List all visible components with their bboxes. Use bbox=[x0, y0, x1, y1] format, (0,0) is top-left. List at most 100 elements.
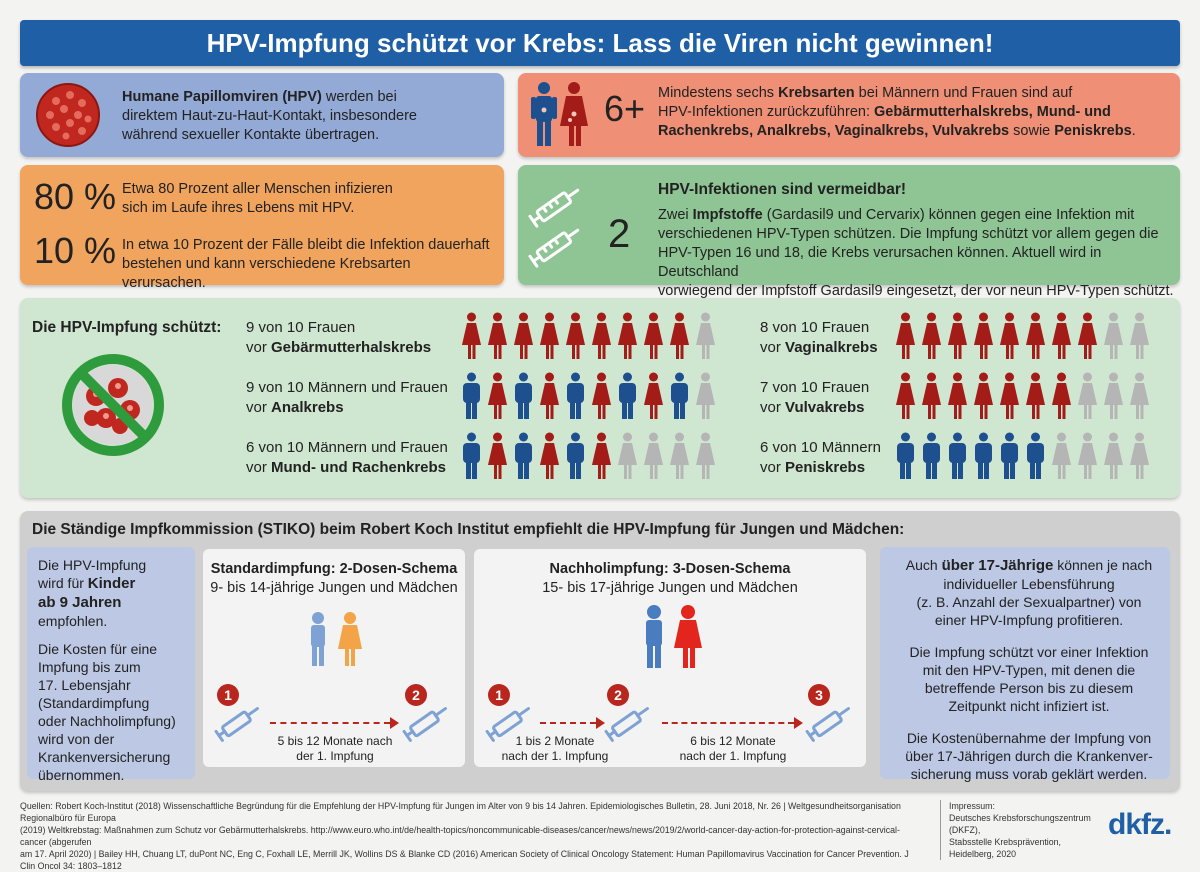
dkfz-logo: dkfz. bbox=[1108, 808, 1172, 841]
person-female-icon bbox=[922, 372, 941, 420]
vaccine-text: Zwei Impfstoffe (Gardasil9 und Cervarix)… bbox=[658, 207, 1174, 299]
man-woman-icon bbox=[531, 82, 588, 146]
figure-row-penile bbox=[896, 432, 1149, 480]
syringe-icon bbox=[604, 707, 649, 742]
cancer-types-text: Mindestens sechs Krebsarten bei Männern … bbox=[658, 85, 1136, 139]
person-grey-icon bbox=[1078, 432, 1097, 480]
person-female-icon bbox=[896, 312, 915, 360]
stiko-right-text: Auch über 17-Jährige können je nach indi… bbox=[905, 557, 1153, 782]
person-grey-icon bbox=[1104, 432, 1123, 480]
stiko-heading: Die Ständige Impfkommission (STIKO) beim… bbox=[32, 521, 905, 538]
person-female-icon bbox=[1052, 312, 1071, 360]
person-male-icon bbox=[566, 432, 585, 480]
stiko-left-panel bbox=[27, 547, 195, 779]
person-male-icon bbox=[462, 372, 481, 420]
teen-boy-girl-icon bbox=[646, 605, 702, 668]
pct-80-text: Etwa 80 Prozent aller Menschen infiziere… bbox=[122, 181, 393, 216]
figure-row-anal bbox=[462, 372, 715, 420]
person-grey-icon bbox=[670, 432, 689, 480]
person-grey-icon bbox=[644, 432, 663, 480]
person-female-icon bbox=[1026, 372, 1045, 420]
std-dose-2: 2 bbox=[405, 684, 427, 706]
person-male-icon bbox=[974, 432, 993, 480]
impressum: Impressum: Deutsches Krebsforschungszent… bbox=[940, 800, 1100, 860]
protection-heading: Die HPV-Impfung schützt: bbox=[32, 319, 222, 336]
no-virus-icon bbox=[62, 354, 164, 456]
person-female-icon bbox=[644, 312, 663, 360]
person-male-icon bbox=[566, 372, 585, 420]
virus-icon bbox=[36, 83, 100, 147]
person-female-icon bbox=[488, 312, 507, 360]
syringe-icon bbox=[402, 707, 447, 742]
person-female-icon bbox=[896, 372, 915, 420]
person-female-icon bbox=[488, 372, 507, 420]
nach-dose-2: 2 bbox=[607, 684, 629, 706]
std-subtitle: 9- bis 14-jährige Jungen und Mädchen bbox=[210, 580, 458, 596]
person-grey-icon bbox=[1130, 432, 1149, 480]
syringe-icon bbox=[485, 707, 530, 742]
nach-arrowhead-2 bbox=[794, 717, 803, 729]
person-female-icon bbox=[922, 312, 941, 360]
person-female-icon bbox=[488, 432, 507, 480]
page-title: HPV-Impfung schützt vor Krebs: Lass die … bbox=[20, 20, 1180, 66]
person-female-icon bbox=[592, 372, 611, 420]
person-grey-icon bbox=[1078, 372, 1097, 420]
figure-row-vulva bbox=[896, 372, 1149, 420]
syringe-icon bbox=[214, 707, 259, 742]
pct-10-text: In etwa 10 Prozent der Fälle bleibt die … bbox=[122, 237, 490, 291]
pct-80: 80 % bbox=[34, 176, 117, 217]
figure-row-vaginal bbox=[896, 312, 1149, 360]
person-female-icon bbox=[592, 432, 611, 480]
person-female-icon bbox=[948, 312, 967, 360]
nach-arrow-1 bbox=[540, 722, 596, 724]
person-female-icon bbox=[462, 312, 481, 360]
std-title: Standardimpfung: 2-Dosen-Schema bbox=[210, 561, 458, 577]
infection-rate-box bbox=[20, 165, 504, 285]
person-grey-icon bbox=[1104, 372, 1123, 420]
figure-row-mouth bbox=[462, 432, 715, 480]
syringe-icon bbox=[528, 188, 580, 268]
person-female-icon bbox=[1000, 312, 1019, 360]
person-female-icon bbox=[670, 312, 689, 360]
person-grey-icon bbox=[1130, 312, 1149, 360]
person-female-icon bbox=[618, 312, 637, 360]
person-grey-icon bbox=[1104, 312, 1123, 360]
person-female-icon bbox=[1000, 372, 1019, 420]
standard-scheme-panel bbox=[203, 549, 465, 767]
person-female-icon bbox=[540, 372, 559, 420]
nach-arrowhead-1 bbox=[596, 717, 605, 729]
person-male-icon bbox=[670, 372, 689, 420]
person-male-icon bbox=[618, 372, 637, 420]
two-number: 2 bbox=[608, 212, 631, 256]
person-grey-icon bbox=[696, 432, 715, 480]
person-male-icon bbox=[514, 372, 533, 420]
person-male-icon bbox=[514, 432, 533, 480]
catchup-scheme-panel bbox=[474, 549, 866, 767]
person-female-icon bbox=[592, 312, 611, 360]
std-arrow bbox=[270, 722, 390, 724]
person-grey-icon bbox=[696, 312, 715, 360]
person-female-icon bbox=[540, 312, 559, 360]
person-female-icon bbox=[644, 372, 663, 420]
hpv-text: Humane Papillomviren (HPV) werden bei di… bbox=[122, 89, 417, 143]
pct-10: 10 % bbox=[34, 230, 117, 271]
nach-dose-1: 1 bbox=[488, 684, 510, 706]
boy-girl-icon bbox=[311, 612, 362, 666]
nach-arrow-2 bbox=[662, 722, 794, 724]
person-male-icon bbox=[896, 432, 915, 480]
person-female-icon bbox=[1078, 312, 1097, 360]
hpv-info-box bbox=[20, 73, 504, 157]
nach-title: Nachholimpfung: 3-Dosen-Schema bbox=[549, 561, 791, 577]
std-dose-1: 1 bbox=[217, 684, 239, 706]
person-male-icon bbox=[462, 432, 481, 480]
person-male-icon bbox=[948, 432, 967, 480]
person-male-icon bbox=[922, 432, 941, 480]
person-female-icon bbox=[1052, 372, 1071, 420]
person-female-icon bbox=[948, 372, 967, 420]
